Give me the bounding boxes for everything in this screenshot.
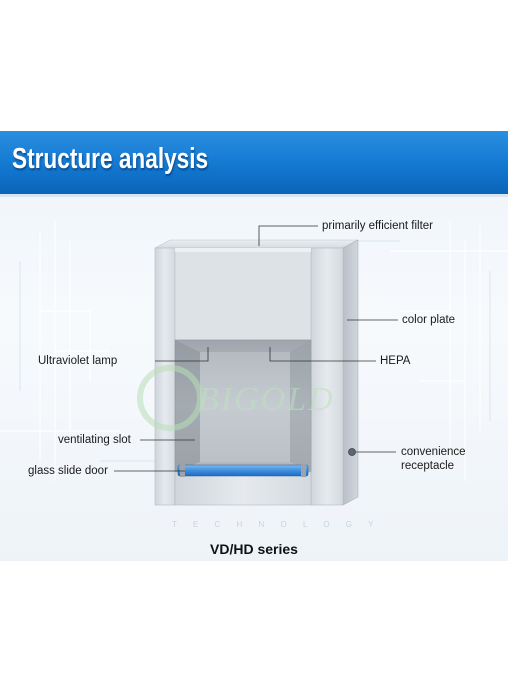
label-hepa: HEPA [380, 355, 411, 367]
logo-text: BIGOLD [198, 381, 335, 418]
series-caption: VD/HD series [210, 541, 298, 557]
right-pillar [310, 247, 344, 506]
receptacle [348, 448, 356, 456]
label-receptacle-2: receptacle [401, 460, 455, 472]
label-primary-filter: primarily efficient filter [322, 220, 433, 232]
label-receptacle-1: convenience [401, 446, 466, 458]
label-vent-slot: ventilating slot [58, 434, 131, 446]
label-color-plate: color plate [402, 314, 456, 326]
logo-watermark: BIGOLD [137, 365, 335, 431]
banner-title: Structure analysis [12, 143, 209, 175]
label-uv-lamp: Ultraviolet lamp [38, 355, 118, 367]
label-glass-door: glass slide door [28, 465, 108, 477]
technology-watermark: T E C H N O L O G Y [172, 520, 381, 529]
banner-stripe [0, 194, 508, 197]
door-handle [177, 464, 309, 477]
banner [0, 131, 508, 194]
